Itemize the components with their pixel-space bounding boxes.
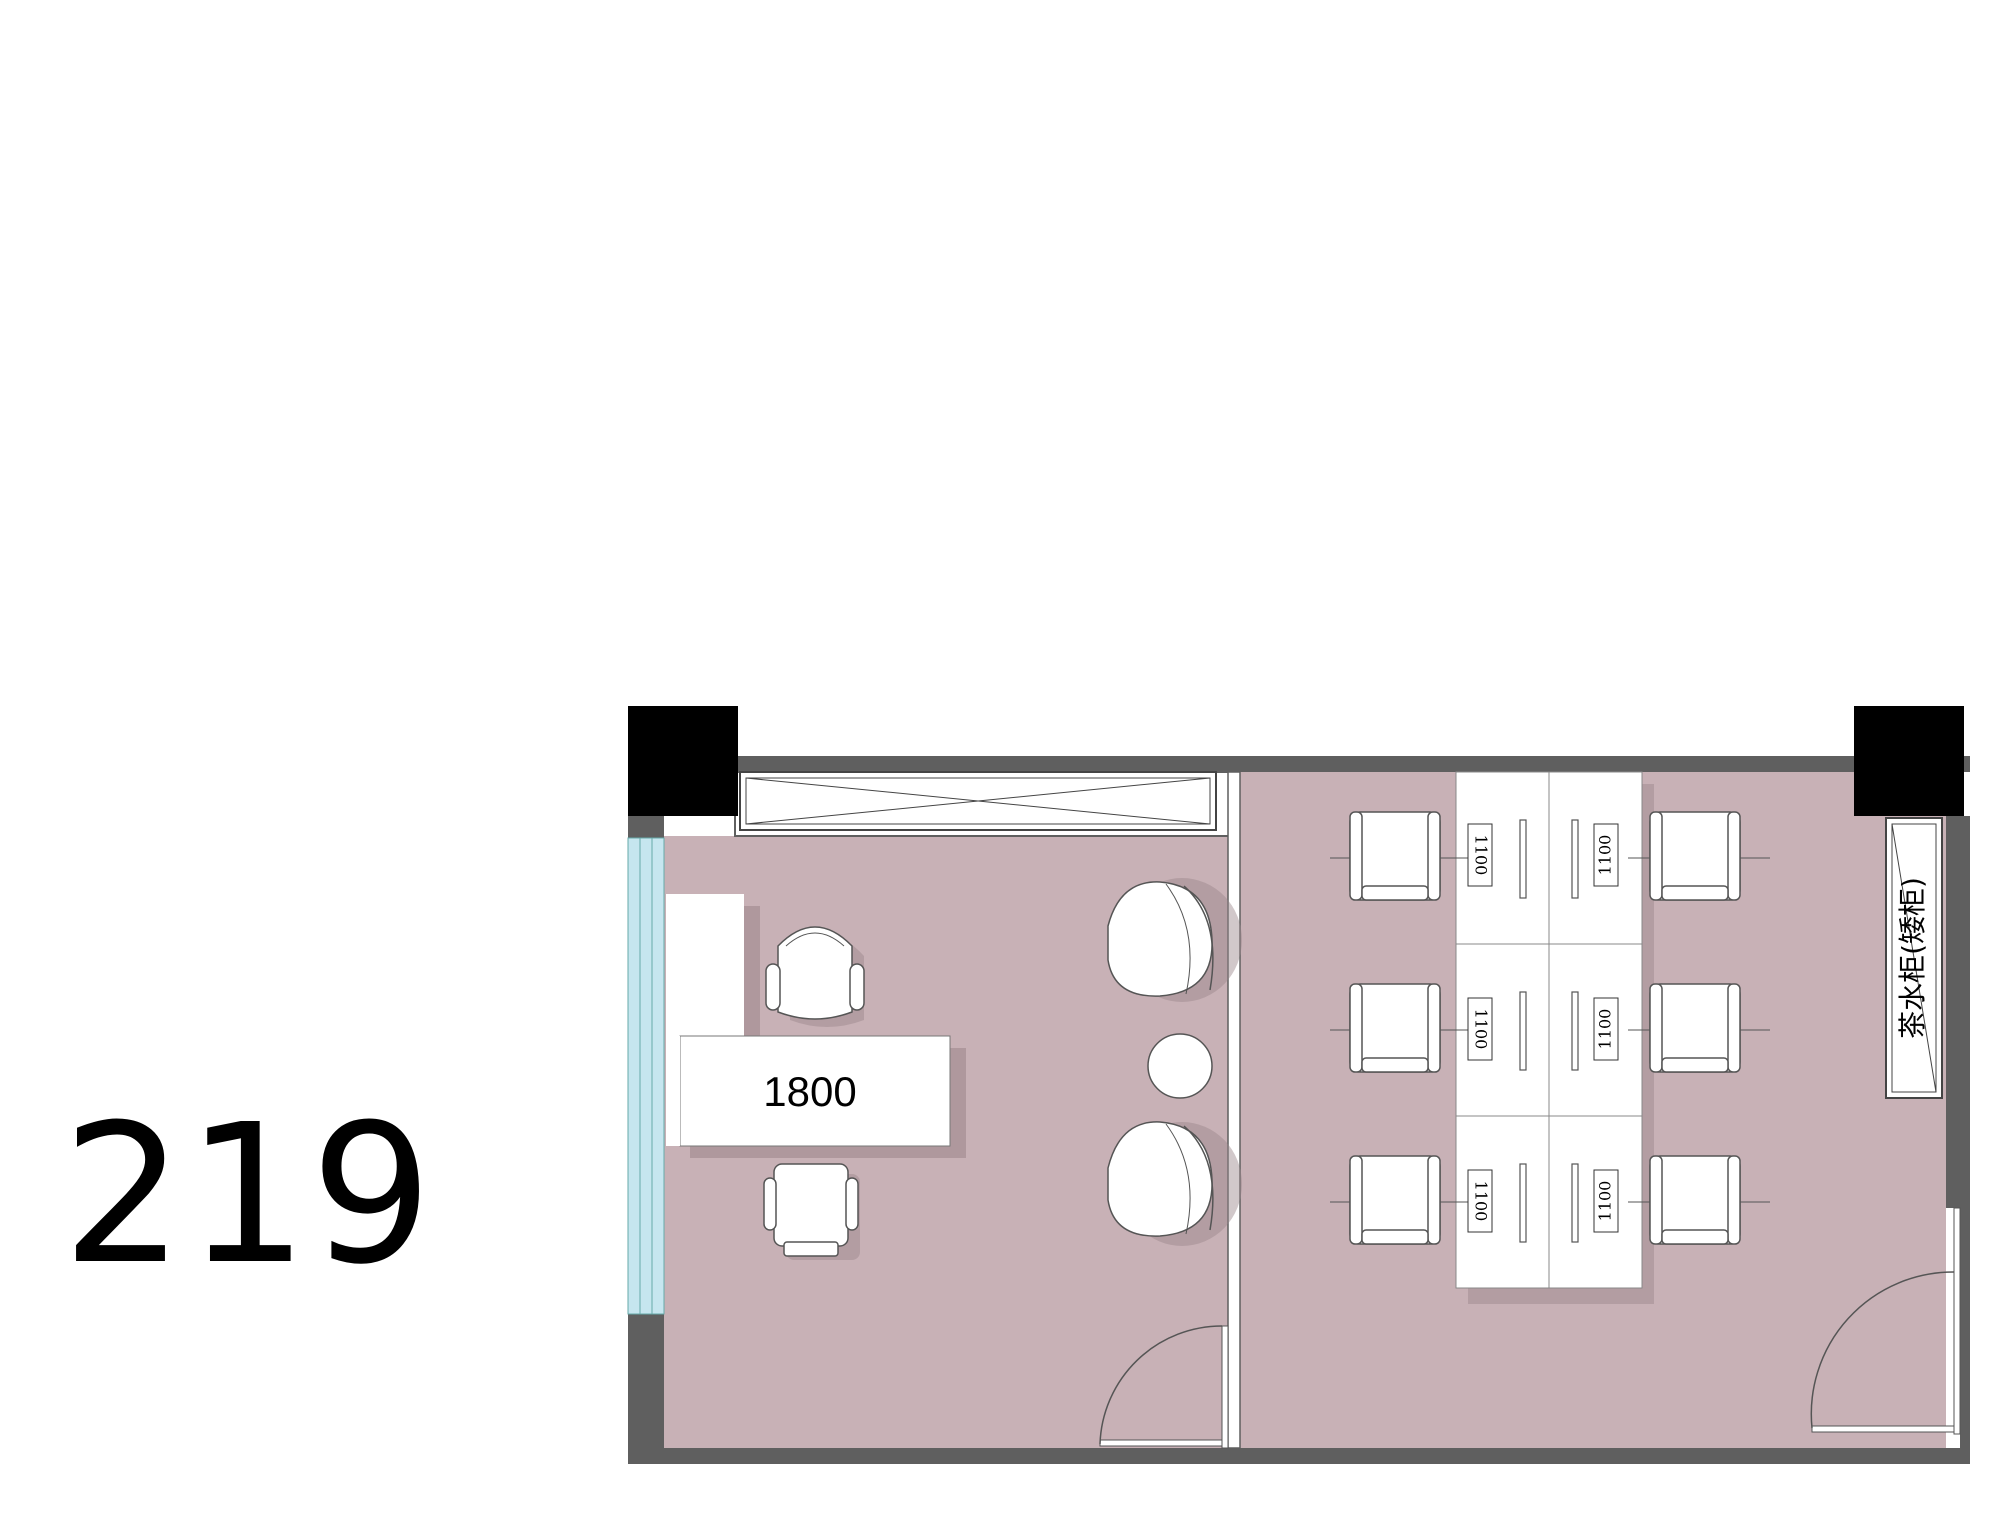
armchair-icon [1107, 1121, 1242, 1246]
column-right [1854, 706, 1964, 816]
workstation-label-box: 1100 [1467, 997, 1493, 1061]
top-wall [735, 756, 1970, 772]
office-chair-icon [1349, 811, 1441, 901]
wardrobe [739, 771, 1217, 831]
armchair-icon [1107, 878, 1242, 1002]
left-wall-lower [628, 1314, 664, 1464]
partition-wall [1227, 771, 1241, 1449]
office-chair-icon [1349, 1155, 1441, 1245]
office-chair-icon [765, 926, 865, 1027]
right-wall-lower [1960, 1206, 1970, 1464]
office-chair-icon [1649, 1155, 1741, 1245]
workstation-label: 1100 [1472, 1181, 1491, 1222]
workstation-label: 1100 [1596, 1181, 1615, 1222]
window [627, 837, 665, 1315]
manager-desk [666, 894, 966, 1158]
office-chair-icon [763, 1163, 860, 1260]
workstation-label-box: 1100 [1593, 1169, 1619, 1233]
workstation-label-box: 1100 [1467, 823, 1493, 887]
left-wall-upper [628, 816, 664, 838]
bottom-wall [628, 1448, 1970, 1464]
workstation-label: 1100 [1596, 835, 1615, 876]
office-chair-icon [1349, 983, 1441, 1073]
cabinet-label: 茶水柜(矮柜) [1896, 877, 1929, 1039]
workstation-label: 1100 [1472, 1009, 1491, 1050]
room-number: 219 [62, 1084, 435, 1307]
door-swing-icon [1099, 1325, 1229, 1449]
round-side-table-icon [1147, 1033, 1213, 1099]
office-chair-icon [1649, 811, 1741, 901]
door-swing-icon [1810, 1207, 1961, 1435]
workstation-label-box: 1100 [1593, 823, 1619, 887]
tea-cabinet: 茶水柜(矮柜) [1885, 817, 1943, 1099]
desk-label: 1800 [763, 1068, 856, 1115]
right-wall [1946, 816, 1970, 1208]
workstation-label-box: 1100 [1593, 997, 1619, 1061]
column-left [628, 706, 738, 816]
workstation-label: 1100 [1472, 835, 1491, 876]
office-chair-icon [1649, 983, 1741, 1073]
workstation-label: 1100 [1596, 1009, 1615, 1050]
workstation-label-box: 1100 [1467, 1169, 1493, 1233]
